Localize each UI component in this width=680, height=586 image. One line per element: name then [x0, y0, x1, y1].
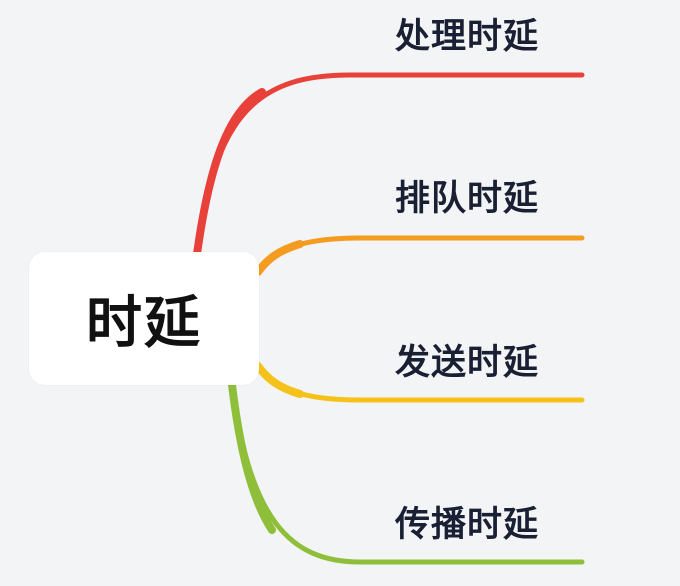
branch-line-2	[255, 235, 585, 275]
root-label: 时延	[86, 291, 202, 356]
branch-label-propagation-delay: 传播时延	[395, 505, 540, 545]
branch-line-1-taper	[193, 88, 266, 258]
branch-label-queuing-delay: 排队时延	[395, 179, 540, 219]
branch-line-3-taper	[254, 362, 304, 398]
branch-label-processing-delay: 处理时延	[395, 17, 540, 57]
branch-line-2-taper	[254, 240, 304, 276]
branch-label-transmission-delay: 发送时延	[395, 343, 540, 383]
branch-line-4-taper	[228, 381, 276, 534]
root-node: 时延	[29, 252, 259, 385]
